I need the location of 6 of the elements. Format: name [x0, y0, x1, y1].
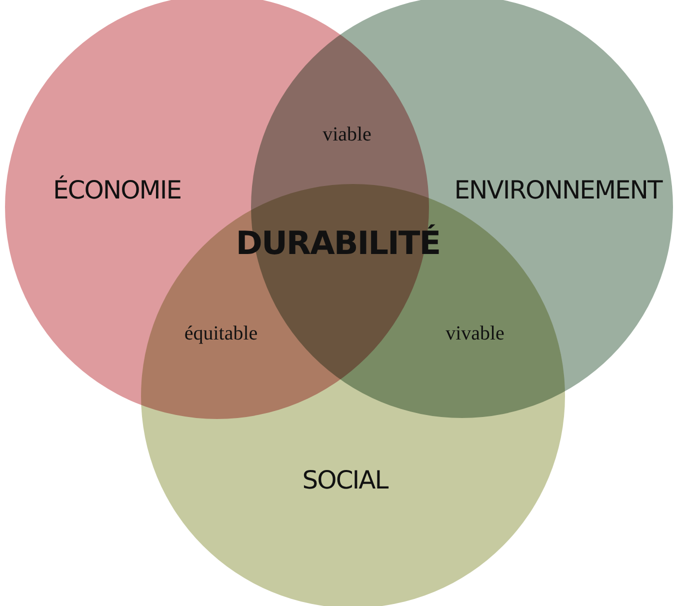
set-label: ÉCONOMIE [52, 176, 182, 204]
overlap-label: équitable [184, 322, 258, 346]
overlap-label: vivable [446, 322, 504, 346]
set-label: ENVIRONNEMENT [454, 176, 662, 204]
set-label: SOCIAL [302, 466, 388, 494]
overlap-label: viable [322, 124, 372, 146]
